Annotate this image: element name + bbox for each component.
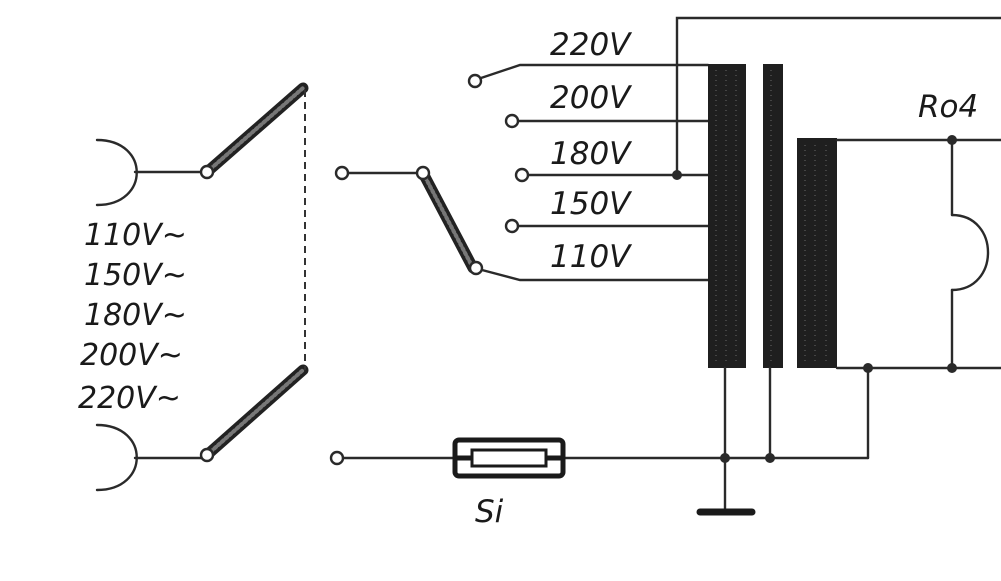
fuse-label: Si	[475, 494, 504, 530]
selector-label: 150V~	[84, 258, 187, 293]
transformer-icon	[708, 64, 837, 368]
transformer-core	[763, 64, 783, 368]
selector-label: 220V~	[78, 381, 181, 416]
mains-plug-icon	[95, 138, 207, 492]
tap-selector-switch-icon	[334, 165, 484, 276]
feed-wire	[672, 16, 1001, 180]
tap-label: 150V	[550, 186, 633, 222]
tap-label: 110V	[550, 239, 633, 275]
primary-winding	[708, 64, 746, 368]
selector-label: 110V~	[84, 218, 187, 253]
tap-label: 200V	[550, 80, 633, 116]
tap-label: 220V	[550, 27, 633, 63]
pilot-lamp-icon	[950, 213, 990, 292]
secondary-winding	[797, 138, 837, 368]
selector-label: 200V~	[80, 338, 183, 373]
selector-label: 180V~	[84, 298, 187, 333]
tap-voltage-labels: 220V 200V 180V 150V 110V	[550, 27, 633, 275]
lamp-label: Ro4	[918, 89, 978, 125]
return-wire	[329, 366, 870, 512]
secondary-circuit	[835, 135, 1001, 373]
tap-label: 180V	[550, 136, 633, 172]
ganged-selector-blades	[199, 82, 309, 463]
fuse-icon	[452, 437, 566, 479]
selector-voltage-labels: 110V~ 150V~ 180V~ 200V~ 220V~	[78, 218, 187, 416]
